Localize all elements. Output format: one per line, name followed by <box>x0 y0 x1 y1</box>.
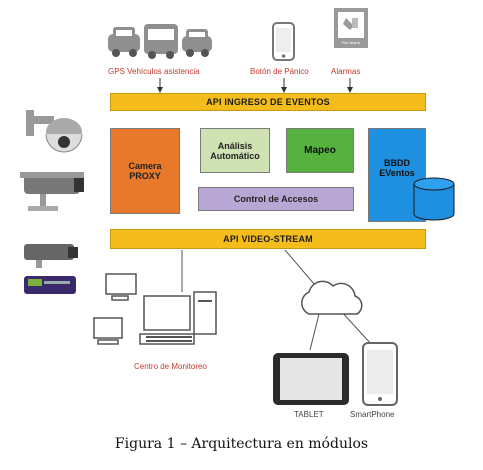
access-control-module: Control de Accesos <box>198 187 354 211</box>
fire-alarm-icon <box>334 8 368 48</box>
usb-stick-icon <box>24 276 76 294</box>
tablet-label: TABLET <box>294 410 324 419</box>
api-ingress-bar: API INGRESO DE EVENTOS <box>110 93 426 111</box>
fire-alarm-sign-text: Fire Alarm <box>341 40 361 45</box>
analysis-line2: Automático <box>210 150 260 161</box>
bus-icon <box>144 24 178 59</box>
dome-camera-icon <box>26 110 83 153</box>
database-cylinder-icon <box>413 177 455 221</box>
api-video-label: API VIDEO-STREAM <box>223 234 313 244</box>
analysis-module: Análisis Automático <box>200 128 270 173</box>
car-icon <box>182 29 212 57</box>
vehicles-icon-group <box>108 24 212 59</box>
database-line2: EVentos <box>379 168 415 178</box>
car-icon <box>108 27 140 57</box>
gps-label: GPS Vehículos asistencia <box>108 67 200 76</box>
api-video-bar: API VIDEO-STREAM <box>110 229 426 249</box>
access-control-label: Control de Accesos <box>233 194 319 204</box>
camera-proxy-module: Camera PROXY <box>110 128 180 214</box>
smartphone-label: SmartPhone <box>350 410 395 419</box>
mapping-module: Mapeo <box>286 128 354 173</box>
desktop-computer-icon <box>93 273 217 345</box>
bullet-camera-icon <box>20 172 84 211</box>
alarms-label: Alarmas <box>331 67 361 76</box>
cloud-to-phone-line <box>339 309 373 346</box>
figure-caption: Figura 1 – Arquitectura en módulos <box>114 436 369 452</box>
mapping-label: Mapeo <box>304 145 336 156</box>
phone-icon <box>272 22 295 61</box>
smartphone-icon <box>362 342 398 406</box>
panic-button-label: Botón de Pánico <box>250 67 309 76</box>
analysis-line1: Análisis <box>217 140 253 151</box>
camera-proxy-line1: Camera <box>128 161 162 171</box>
bullet-camera-icon <box>24 244 78 268</box>
cloud-to-tablet-line <box>309 309 321 351</box>
video-to-cloud-line <box>284 249 316 286</box>
camera-proxy-line2: PROXY <box>129 171 161 181</box>
cloud-icon <box>301 280 363 315</box>
api-ingress-label: API INGRESO DE EVENTOS <box>206 97 330 107</box>
database-line1: BBDD <box>384 158 410 168</box>
tablet-icon <box>273 353 349 405</box>
monitoring-center-label: Centro de Monitoreo <box>134 362 207 371</box>
